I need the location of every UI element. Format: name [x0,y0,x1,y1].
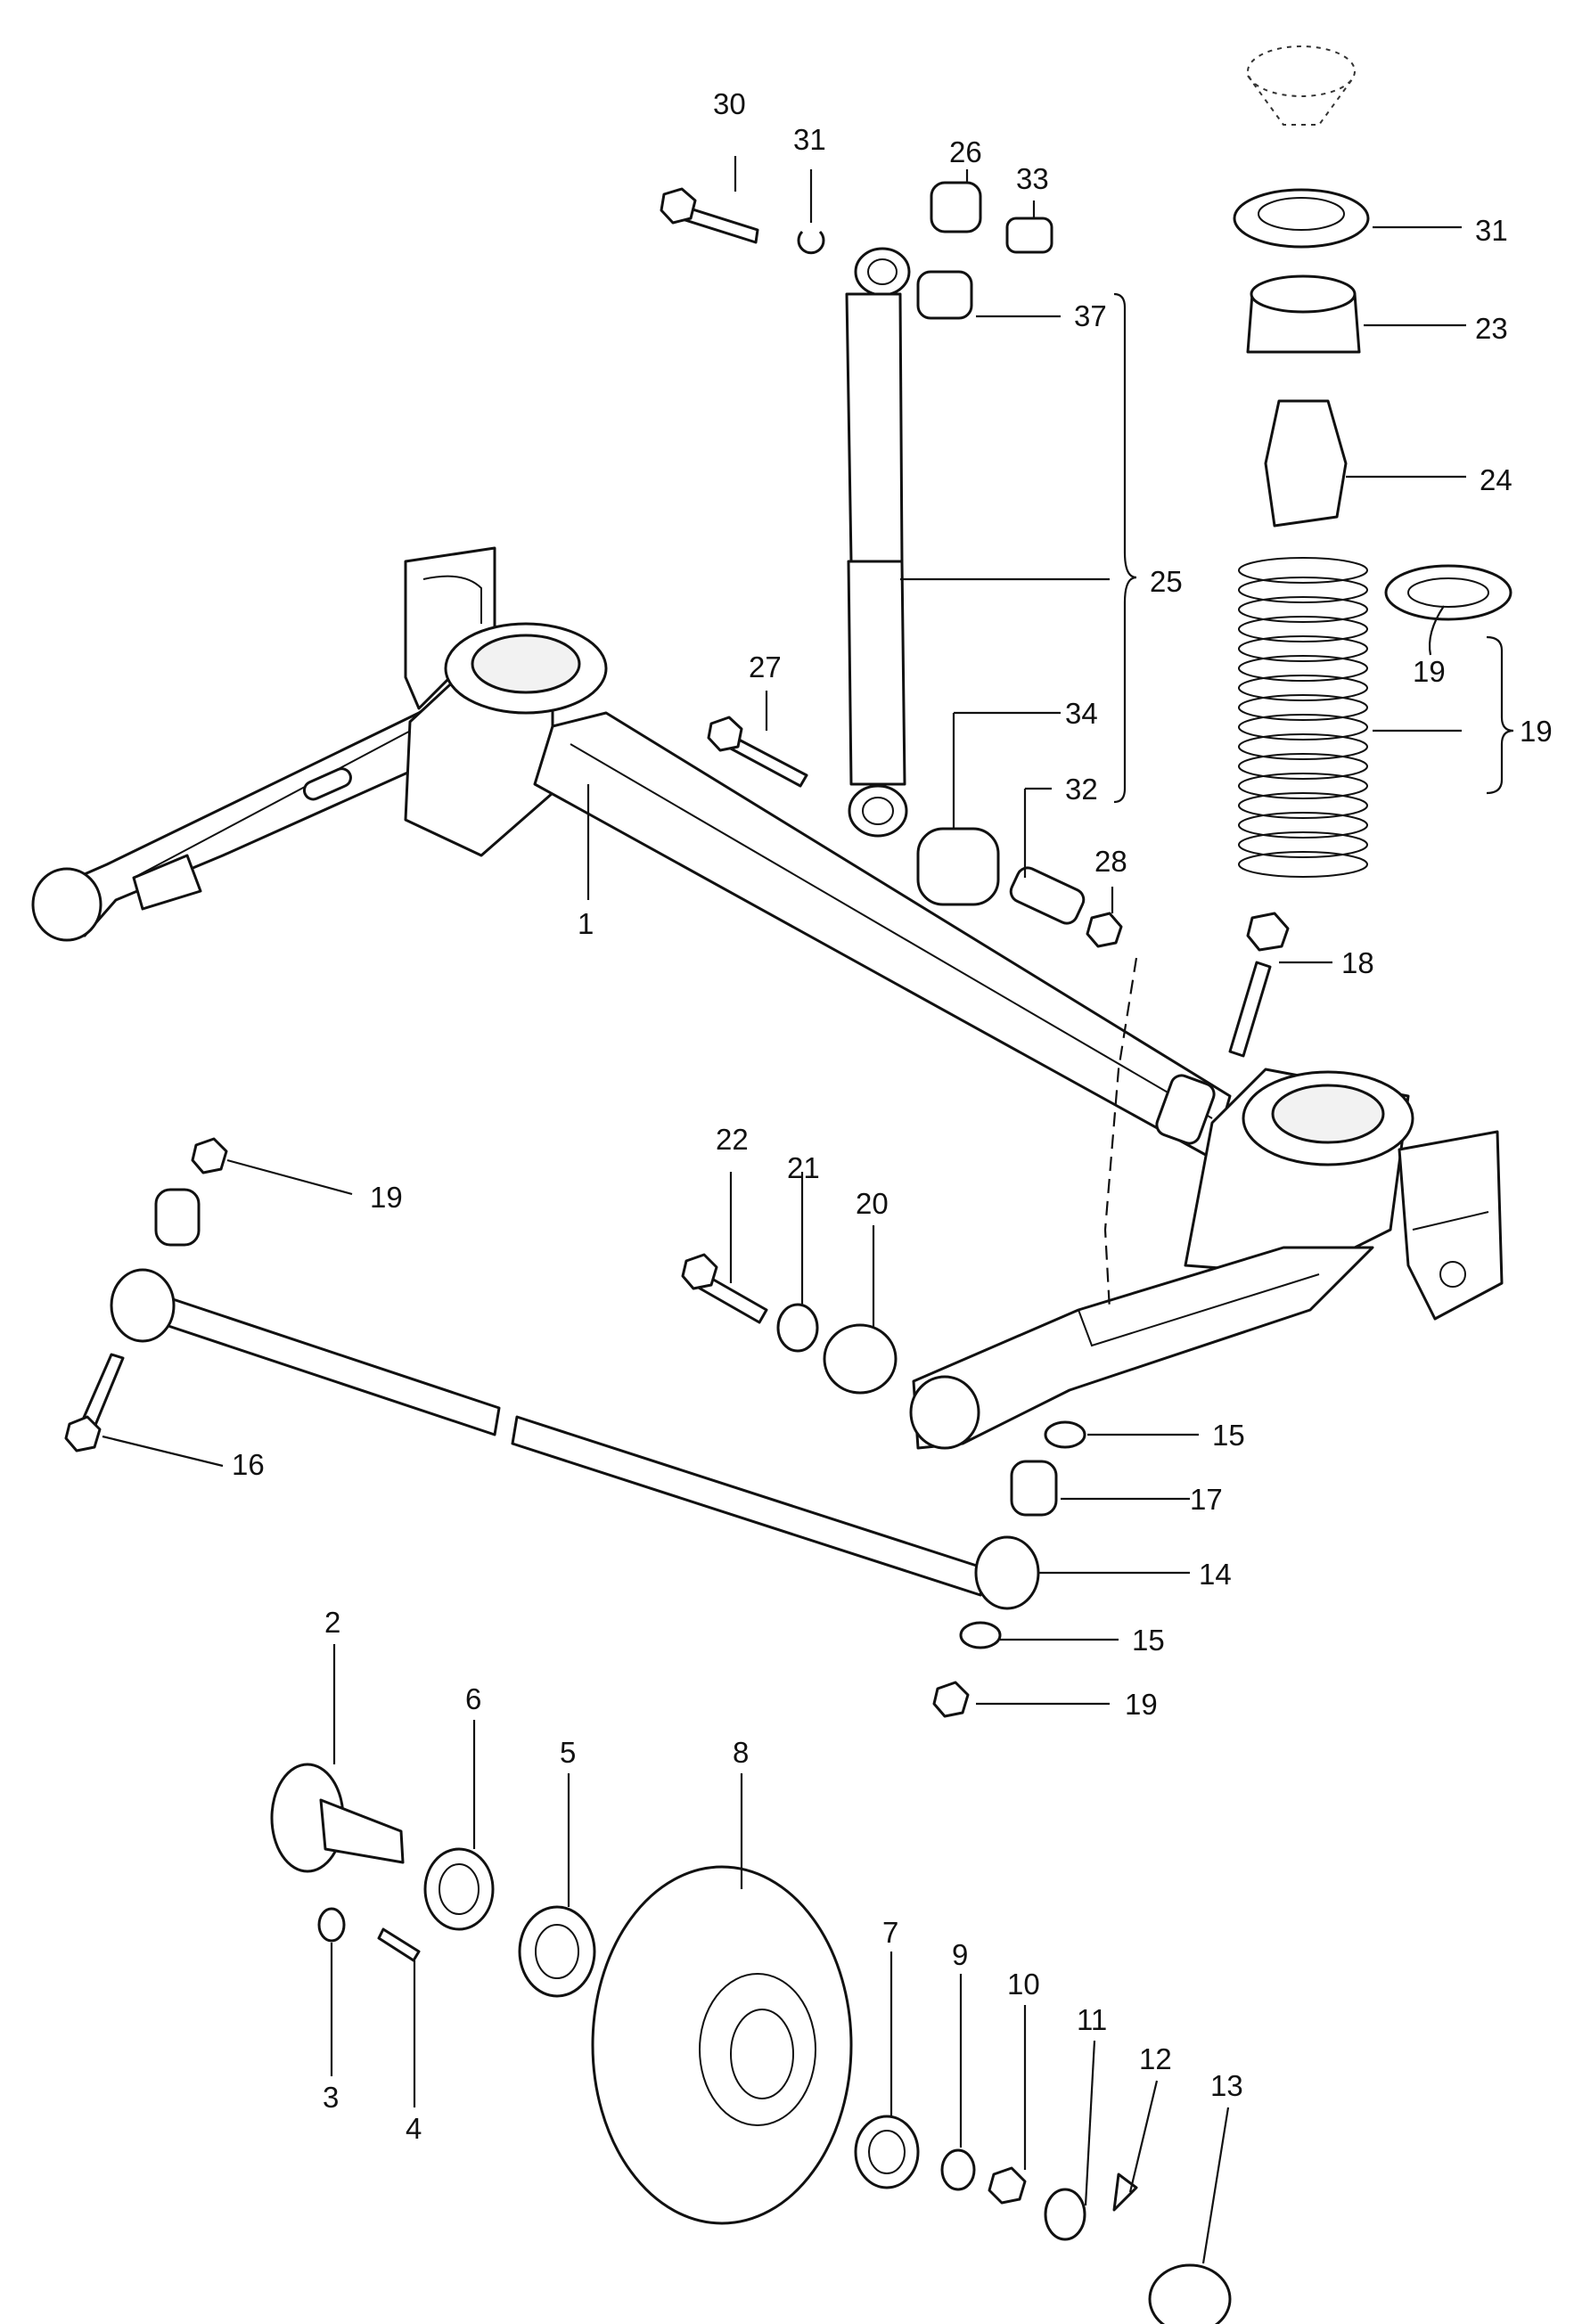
callout-5: 5 [560,1736,576,1769]
callout-19-top: 19 [370,1181,403,1214]
shock-absorber [845,247,911,838]
callout-32: 31 [793,123,826,156]
callout-30: 28 [1094,845,1127,878]
spring-coil [1238,812,1368,839]
spring-coil [1238,733,1368,760]
callout-21: 19 [1413,655,1446,688]
spring-coil [1238,851,1368,878]
callout-8: 8 [733,1736,749,1769]
callout-29: 27 [749,651,782,683]
callout-12: 12 [1139,2042,1172,2075]
spring-coil [1238,694,1368,721]
hub-drum-assembly [270,1763,1232,2324]
spring-coil [1238,675,1368,701]
callout-33: 31 [1475,214,1508,247]
spring-coil [1238,577,1368,603]
callout-9: 9 [952,1938,968,1971]
spring-coil [1238,753,1368,780]
callout-31: 30 [713,87,746,120]
callout-17: 16 [232,1448,265,1481]
callout-11: 11 [1077,2003,1107,2036]
spring-coil [1238,557,1368,584]
callout-6: 6 [465,1682,481,1715]
spring-coil [1238,635,1368,662]
callout-7: 7 [882,1916,898,1949]
callout-19-bottom: 19 [1125,1688,1158,1721]
callout-4: 4 [406,2112,422,2145]
callout-20: 19 [1520,715,1553,748]
callout-1: 1 [578,907,594,940]
callout-34: 32 [1065,773,1098,806]
spring-coil [1238,792,1368,819]
callout-35: 33 [1016,162,1049,195]
spring-coil [1238,714,1368,741]
callout-10: 10 [1007,1968,1040,2001]
shock-hardware [660,181,1123,948]
callout-27: 25 [1150,565,1183,598]
spring-seat [1384,564,1513,621]
callout-37: 37 [1074,299,1107,332]
callout-3: 3 [323,2081,339,2114]
callout-labels: 30 31 26 33 31 37 23 24 25 19 27 34 19 3… [232,87,1553,2145]
callout-15-top: 15 [1212,1419,1245,1452]
coil-spring [1238,557,1368,878]
callout-2: 2 [324,1606,340,1639]
spring-coil [1238,773,1368,799]
callout-25: 23 [1475,312,1508,345]
callout-22: 20 [856,1187,889,1220]
rear-axle-beam [31,546,1504,1450]
callout-24: 22 [716,1123,749,1156]
callout-15-bottom: 15 [1132,1624,1165,1657]
spring-top-parts [1233,45,1370,528]
spring-coil [1238,831,1368,858]
callout-36: 34 [1065,697,1098,730]
callout-13: 13 [1210,2069,1243,2102]
leader-lines [102,156,1514,2264]
callout-14: 14 [1199,1558,1232,1591]
spring-coil [1238,616,1368,642]
callout-26: 24 [1480,463,1513,496]
panhard-rod [64,912,1290,1718]
callout-18: 18 [1341,946,1374,979]
spring-coil [1238,655,1368,682]
callout-23: 21 [787,1151,820,1184]
callout-16: 17 [1190,1483,1223,1516]
spring-coil [1238,596,1368,623]
callout-28: 26 [949,135,982,168]
